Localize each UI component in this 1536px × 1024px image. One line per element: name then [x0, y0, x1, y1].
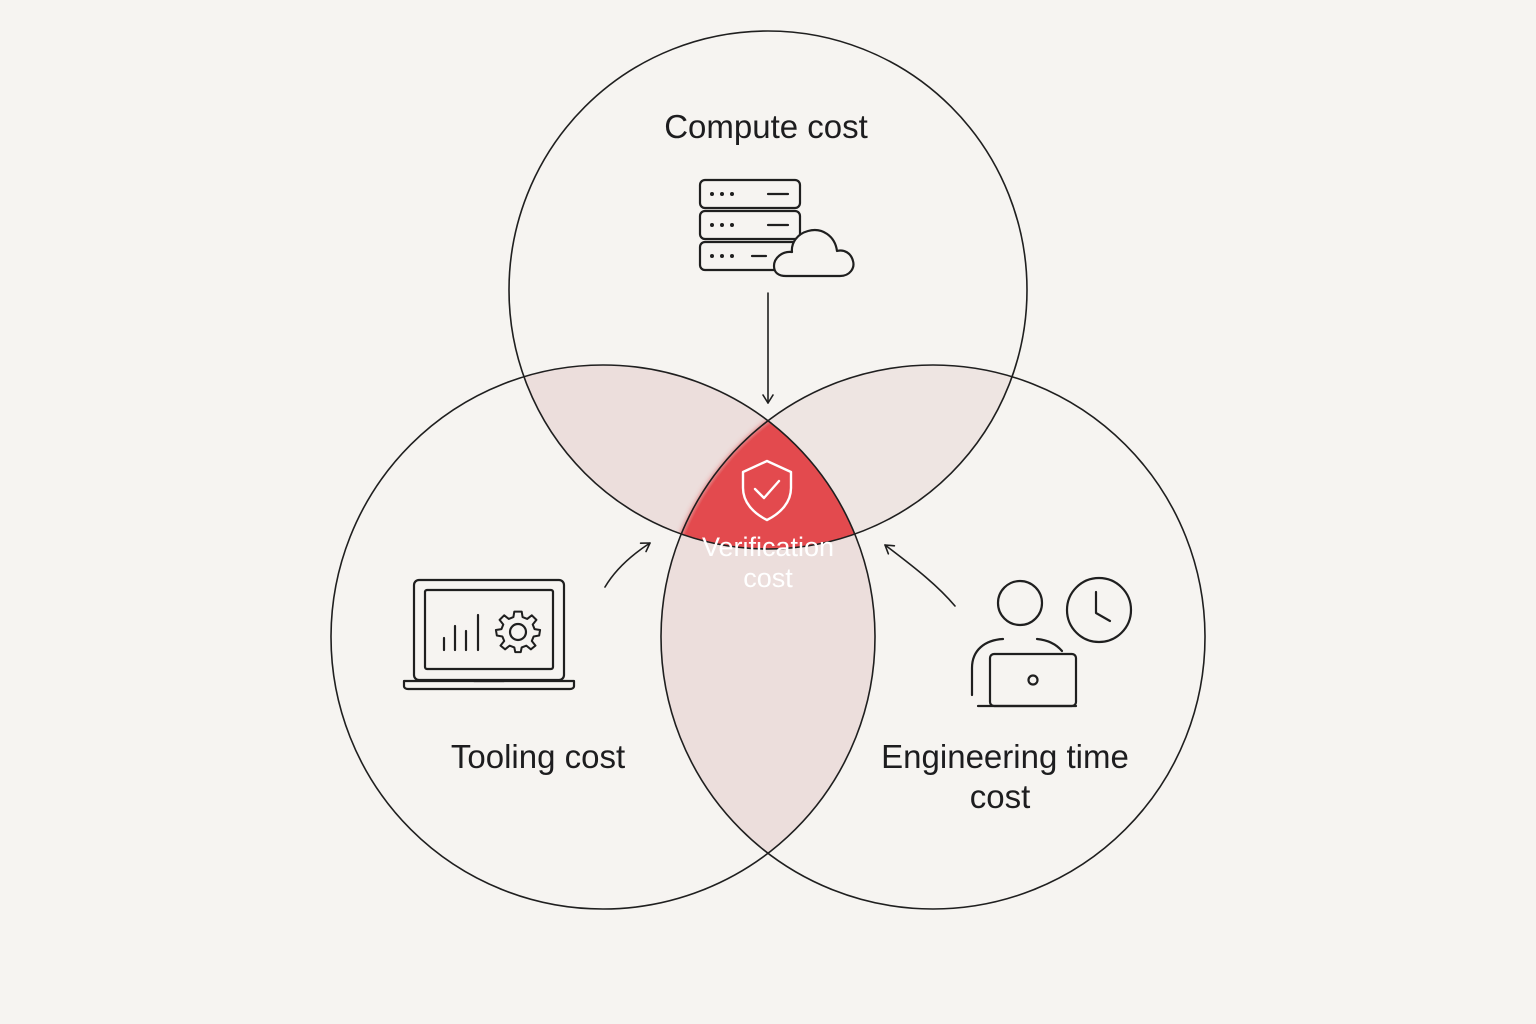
arrow-engineering-to-verification	[884, 544, 956, 607]
server-rack-icon	[698, 178, 802, 272]
gear-icon	[494, 610, 542, 654]
arrow-tooling-to-verification	[604, 542, 651, 588]
compute-cost-circle	[508, 30, 1028, 550]
engineering-time-cost-label-line2: cost	[970, 778, 1031, 815]
compute-cost-label: Compute cost	[664, 108, 868, 145]
verification-cost-label-line2: cost	[743, 563, 793, 593]
engineering-time-cost-circle	[660, 364, 1206, 910]
tooling-cost-label: Tooling cost	[451, 738, 625, 775]
shield-check-icon	[741, 459, 793, 522]
cloud-icon	[772, 228, 855, 278]
verification-cost-region	[661, 365, 875, 549]
engineering-time-cost-label-line1: Engineering time	[881, 738, 1129, 775]
bar-chart-icon	[442, 613, 480, 652]
engineer-at-laptop-icon	[970, 579, 1078, 708]
laptop-analytics-icon	[402, 578, 576, 691]
tooling-cost-circle	[330, 364, 876, 910]
clock-icon	[1065, 576, 1133, 644]
verification-cost-label-line1: Verification	[702, 532, 834, 562]
